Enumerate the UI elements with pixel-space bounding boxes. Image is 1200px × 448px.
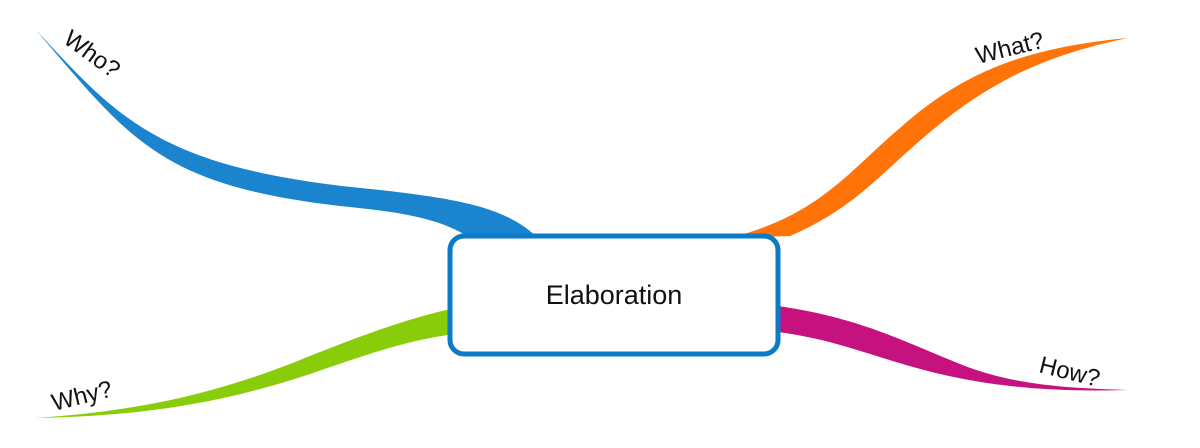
center-label: Elaboration — [546, 280, 683, 310]
branch-who — [36, 30, 540, 240]
branch-how — [778, 306, 1128, 391]
branch-why — [36, 308, 455, 418]
branch-what — [730, 38, 1128, 238]
label-why: Why? — [49, 376, 115, 417]
center-node — [447, 233, 781, 357]
label-who: Who? — [58, 25, 125, 84]
